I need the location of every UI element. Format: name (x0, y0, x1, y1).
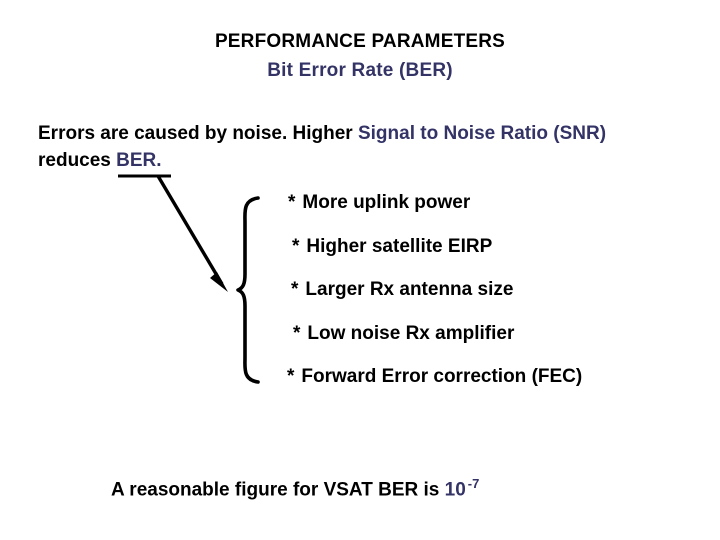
paragraph-run-3: reduces (38, 150, 117, 171)
bullet-marker: * (293, 322, 301, 344)
list-item: * Higher satellite EIRP (0, 234, 720, 278)
conclusion-text: A reasonable figure for VSAT BER is (111, 479, 445, 501)
exponent-power: -7 (467, 476, 480, 491)
bullet-marker: * (288, 192, 296, 213)
bullet-marker: * (291, 279, 299, 300)
benefits-list: * More uplink power * Higher satellite EIR… (0, 190, 720, 408)
bullet-marker: * (292, 235, 300, 257)
bullet-marker: * (287, 366, 295, 387)
list-item: * More uplink power (0, 190, 720, 234)
exponent-base: 10 (444, 479, 466, 501)
title-block: PERFORMANCE PARAMETERS Bit Error Rate (B… (0, 28, 720, 85)
list-item: * Forward Error correction (FEC) (0, 364, 720, 408)
list-item: * Larger Rx antenna size (0, 277, 720, 321)
paragraph-run-snr: Signal to Noise Ratio (SNR) (357, 123, 607, 144)
bullet-label: Higher satellite EIRP (306, 235, 493, 257)
bullet-label: Forward Error correction (FEC) (301, 366, 583, 387)
paragraph-run-1: Errors are caused by noise. Higher (38, 123, 358, 144)
bullet-label: Larger Rx antenna size (305, 279, 514, 300)
page-subtitle: Bit Error Rate (BER) (267, 60, 453, 81)
list-item: * Low noise Rx amplifier (0, 321, 720, 365)
paragraph-run-ber: BER. (116, 150, 162, 171)
page-title: PERFORMANCE PARAMETERS (214, 31, 506, 52)
bullet-label: More uplink power (302, 192, 471, 213)
bullet-label: Low noise Rx amplifier (307, 322, 515, 344)
intro-paragraph: Errors are caused by noise. Higher Signa… (38, 120, 678, 174)
conclusion-line: A reasonable figure for VSAT BER is 10-7 (111, 476, 479, 501)
